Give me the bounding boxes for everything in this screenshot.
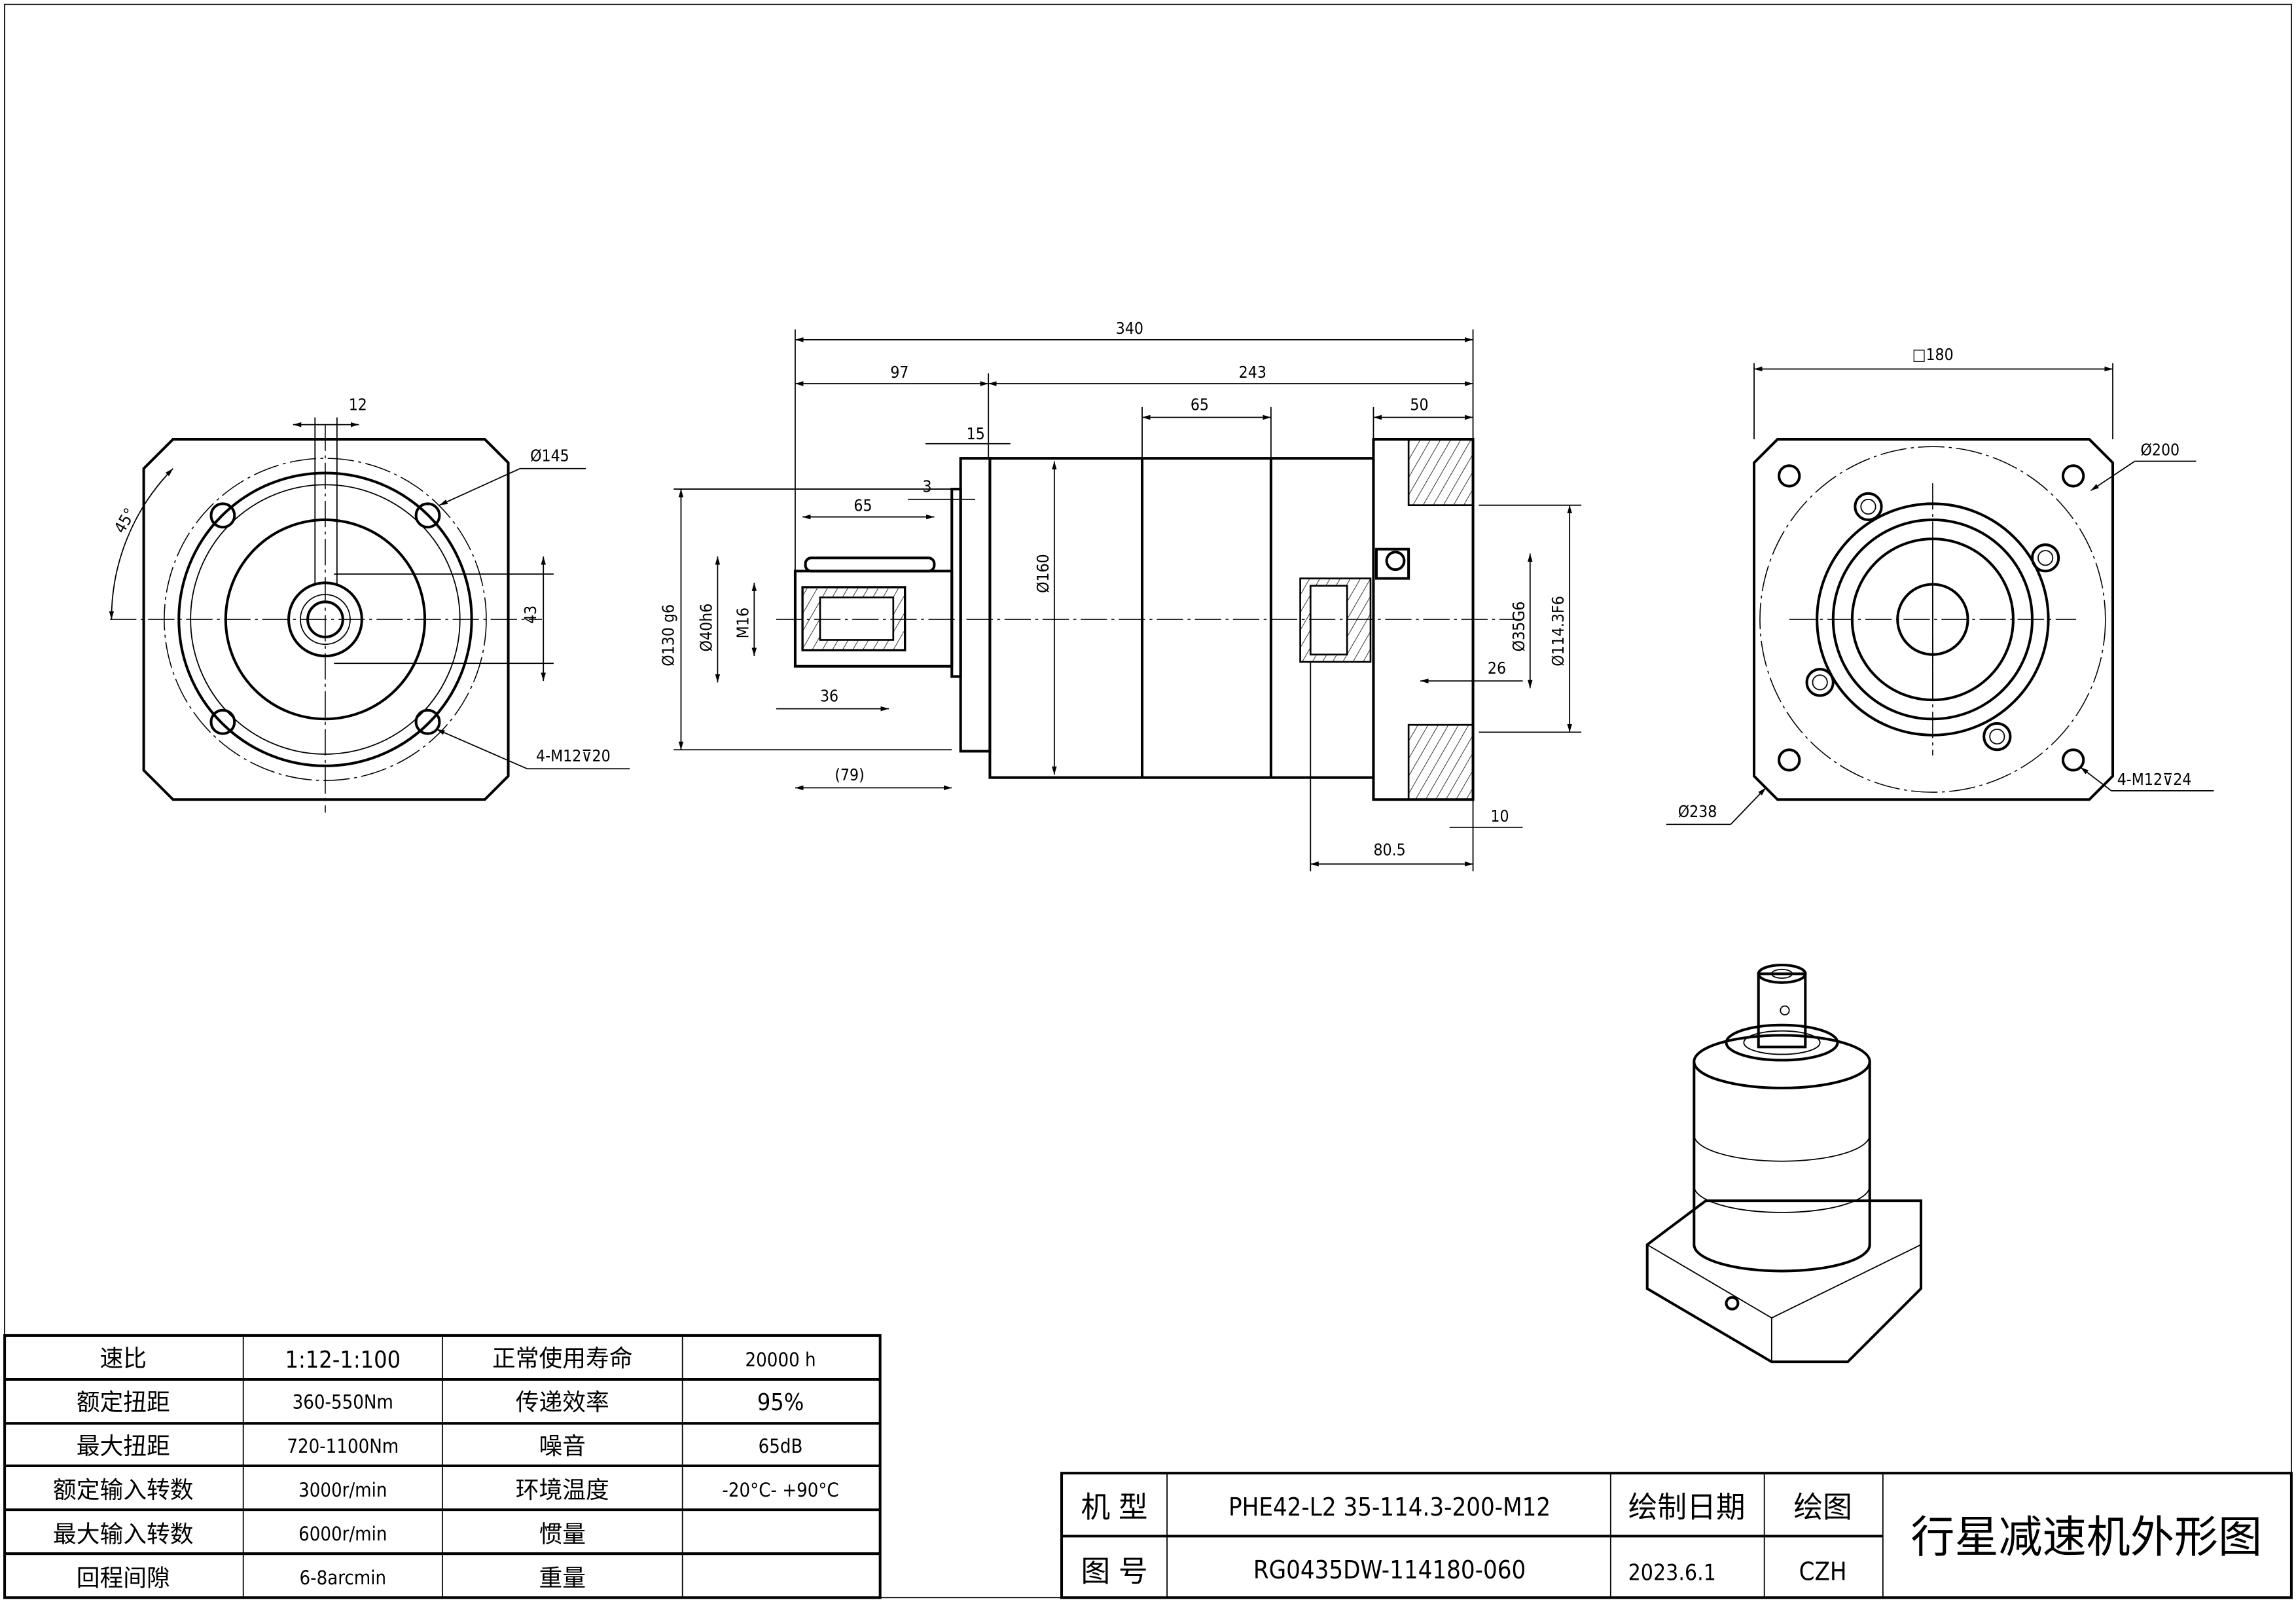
spec-value: 65dB xyxy=(759,1435,803,1457)
spec-value: 95% xyxy=(757,1389,804,1416)
dim-79: (79) xyxy=(834,765,864,784)
spec-label: 环境温度 xyxy=(516,1477,609,1504)
input-end-view: 12 Ø145 43 45° 4-M12⊽20 xyxy=(109,395,630,813)
drawn-label: 绘图 xyxy=(1793,1489,1852,1524)
spec-label: 回程间隙 xyxy=(77,1565,170,1592)
dim-26: 26 xyxy=(1488,659,1506,678)
spec-label: 额定扭距 xyxy=(77,1389,170,1416)
spec-value: 1:12-1:100 xyxy=(285,1347,401,1374)
dim-outer-dia: Ø238 xyxy=(1678,802,1717,821)
spec-label: 重量 xyxy=(539,1565,586,1592)
spec-label: 惯量 xyxy=(539,1521,586,1548)
spec-value: 6000r/min xyxy=(298,1523,387,1545)
title-block: 机 型 PHE42-L2 35-114.3-200-M12 绘制日期 绘图 图 … xyxy=(1060,1472,2293,1599)
model-label: 机 型 xyxy=(1081,1489,1147,1524)
bolt-holes xyxy=(209,502,441,735)
dim-pcd: Ø145 xyxy=(530,446,569,465)
dim-bore-dia: Ø35G6 xyxy=(1509,602,1528,652)
drawing-no-value: RG0435DW-114180-060 xyxy=(1253,1556,1526,1584)
spec-label: 噪音 xyxy=(539,1433,586,1460)
spec-label: 额定输入转数 xyxy=(53,1477,194,1504)
side-section-view: 340 97 243 65 50 15 3 65 Ø130 g6 Ø40h6 M… xyxy=(658,319,1582,871)
dim-input-length: 97 xyxy=(890,363,908,382)
dim-bore-pilot-dia: Ø114.3F6 xyxy=(1549,596,1568,666)
spec-value: 720-1100Nm xyxy=(287,1435,399,1457)
dim-key-length: 65 xyxy=(853,496,872,515)
drawing-no-label: 图 号 xyxy=(1081,1554,1147,1589)
dim-angle: 45° xyxy=(110,505,139,536)
dim-square: □180 xyxy=(1912,345,1954,364)
dim-holes: 4-M12⊽20 xyxy=(536,746,611,765)
dim-15: 15 xyxy=(967,424,985,443)
spec-value: 6-8arcmin xyxy=(300,1567,387,1589)
isometric-view xyxy=(1645,964,1923,1364)
spec-value: 360-550Nm xyxy=(293,1391,393,1413)
dim-mid-length: 65 xyxy=(1191,395,1209,414)
spec-label: 正常使用寿命 xyxy=(492,1345,633,1372)
dim-flange-length: 50 xyxy=(1410,395,1428,414)
dim-thread: M16 xyxy=(733,608,752,638)
spec-label: 速比 xyxy=(100,1345,147,1372)
spec-table: 速比 1:12-1:100 正常使用寿命 20000 h 额定扭距 360-55… xyxy=(3,1334,882,1599)
dim-shaft-offset: 43 xyxy=(521,606,540,624)
date-label: 绘制日期 xyxy=(1628,1489,1746,1524)
spec-label: 最大输入转数 xyxy=(53,1521,194,1548)
spec-label: 传递效率 xyxy=(516,1389,609,1416)
date-value: 2023.6.1 xyxy=(1628,1559,1716,1585)
dim-pcd: Ø200 xyxy=(2141,441,2180,460)
model-value: PHE42-L2 35-114.3-200-M12 xyxy=(1229,1493,1551,1521)
output-end-view: □180 Ø200 Ø238 4-M12⊽24 xyxy=(1666,345,2214,826)
drawing-title: 行星减速机外形图 xyxy=(1910,1512,2262,1563)
spec-value: -20°C- +90°C xyxy=(722,1479,838,1501)
dim-body-length: 243 xyxy=(1239,363,1266,382)
spec-value: 20000 h xyxy=(745,1349,816,1371)
dim-3: 3 xyxy=(923,477,932,496)
dim-10: 10 xyxy=(1490,807,1509,826)
dim-80-5: 80.5 xyxy=(1373,840,1405,859)
spec-value: 3000r/min xyxy=(298,1479,387,1501)
dim-36: 36 xyxy=(820,686,838,705)
drawn-value: CZH xyxy=(1799,1557,1847,1586)
dim-total-length: 340 xyxy=(1116,319,1143,338)
dim-key-width: 12 xyxy=(349,395,367,414)
dim-pilot-dia: Ø130 g6 xyxy=(658,604,677,666)
bolt-holes xyxy=(1778,464,2085,772)
dim-holes: 4-M12⊽24 xyxy=(2117,770,2192,789)
dim-shaft-dia: Ø40h6 xyxy=(696,604,715,652)
dim-body-dia: Ø160 xyxy=(1033,554,1052,593)
spec-label: 最大扭距 xyxy=(77,1433,170,1460)
